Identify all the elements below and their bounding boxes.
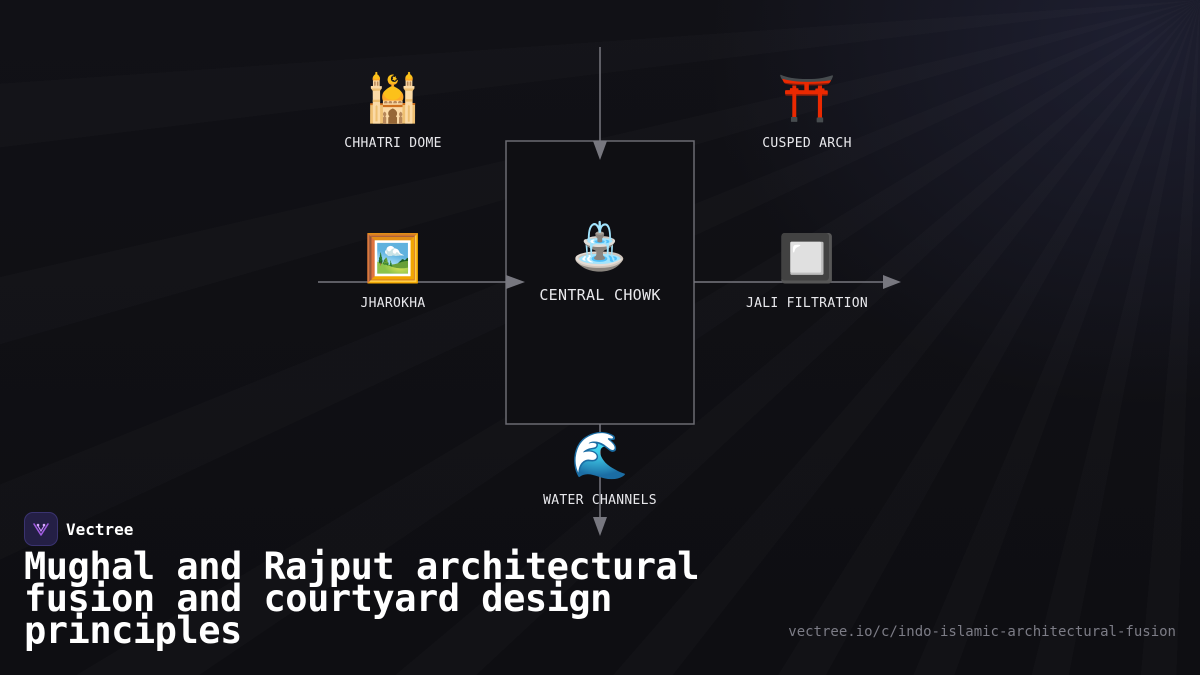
arrowhead-left xyxy=(506,275,525,289)
node-jharokha: 🖼️ JHAROKHA xyxy=(293,230,493,311)
brand-name: Vectree xyxy=(66,519,134,539)
vectree-logo-icon xyxy=(24,512,58,546)
node-water-channels: 🌊 WATER CHANNELS xyxy=(500,427,700,508)
square-button-icon: 🔲 xyxy=(778,231,836,285)
arrowhead-top xyxy=(593,141,607,160)
brand: Vectree xyxy=(24,512,133,546)
node-label: CUSPED ARCH xyxy=(762,136,852,151)
mosque-icon: 🕌 xyxy=(364,71,422,125)
arrowhead-right xyxy=(883,275,901,289)
node-label: WATER CHANNELS xyxy=(543,493,657,508)
framed-picture-icon: 🖼️ xyxy=(364,231,422,285)
arrowhead-bottom xyxy=(593,517,607,536)
water-wave-icon: 🌊 xyxy=(571,428,629,482)
node-chhatri-dome: 🕌 CHHATRI DOME xyxy=(293,70,493,151)
node-jali-filtration: 🔲 JALI FILTRATION xyxy=(707,230,907,311)
node-central-chowk: ⛲ CENTRAL CHOWK xyxy=(500,218,700,304)
source-url[interactable]: vectree.io/c/indo-islamic-architectural-… xyxy=(788,624,1176,640)
node-label: JALI FILTRATION xyxy=(746,296,868,311)
node-label: CENTRAL CHOWK xyxy=(539,286,661,304)
page-title: Mughal and Rajput architectural fusion a… xyxy=(24,545,700,652)
shrine-gate-icon: ⛩️ xyxy=(778,71,836,125)
node-label: CHHATRI DOME xyxy=(344,136,442,151)
fountain-icon: ⛲ xyxy=(571,219,629,273)
node-cusped-arch: ⛩️ CUSPED ARCH xyxy=(707,70,907,151)
node-label: JHAROKHA xyxy=(360,296,426,311)
